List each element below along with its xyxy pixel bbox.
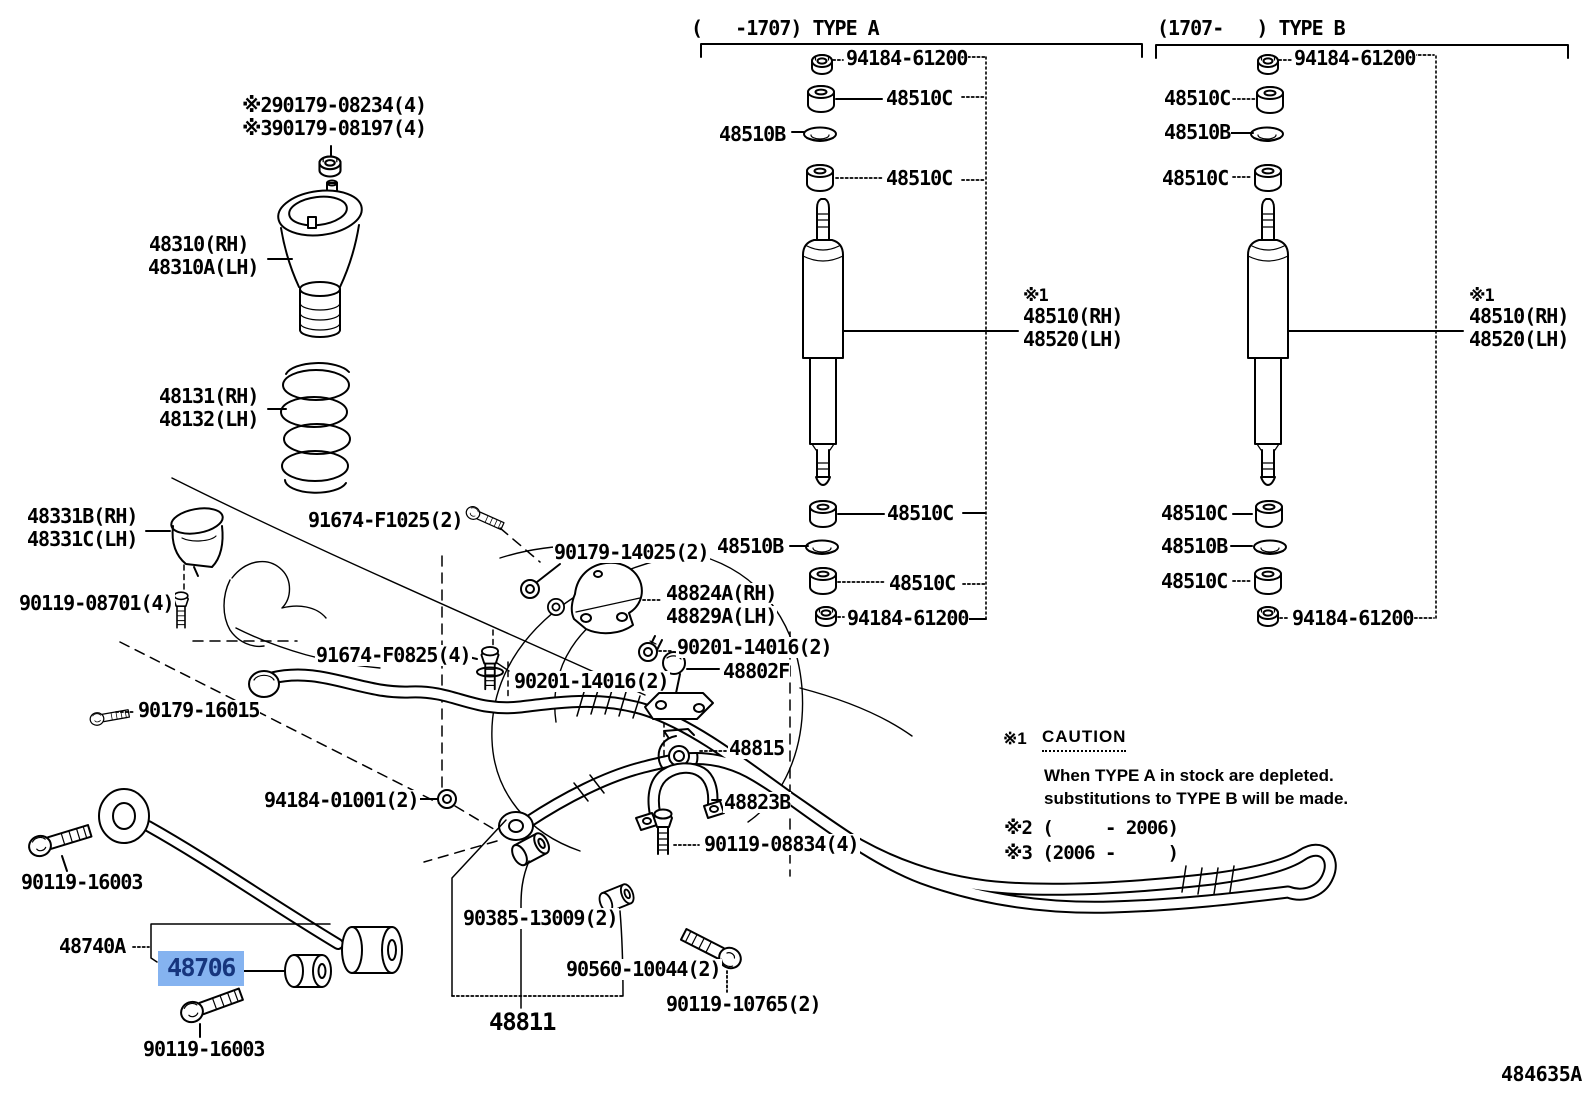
part-label-94184-61200[interactable]: 94184-61200: [845, 46, 968, 70]
caution-note-number: ※1: [1003, 729, 1027, 748]
part-label-48510C[interactable]: 48510C: [888, 571, 956, 595]
part-label-48824ARH[interactable]: 48824A(RH): [665, 581, 777, 605]
coil-spring-drawing: [280, 362, 351, 494]
note-3-range: ※3 (2006 - ): [1003, 842, 1179, 864]
trailing-arm-drawing: [98, 788, 403, 974]
part-label-90201-14016[interactable]: 90201-14016(2): [676, 635, 833, 659]
caution-title: CAUTION: [1042, 727, 1127, 752]
part-label-90201-14016[interactable]: 90201-14016(2): [513, 669, 670, 693]
caution-text-line1: When TYPE A in stock are depleted.: [1044, 766, 1334, 785]
part-label-48740A[interactable]: 48740A: [58, 934, 126, 958]
part-label-94184-61200[interactable]: 94184-61200: [1291, 606, 1414, 630]
part-label-48811[interactable]: 48811: [488, 1008, 556, 1036]
part-label-91674-F0825[interactable]: 91674-F0825(4): [315, 643, 472, 667]
part-label-48829ALH[interactable]: 48829A(LH): [665, 604, 777, 628]
part-label-48510C[interactable]: 48510C: [885, 166, 953, 190]
part-label-48802F[interactable]: 48802F: [722, 659, 790, 683]
part-label-94184-01001[interactable]: 94184-01001(2): [263, 788, 420, 812]
part-label-94184-61200[interactable]: 94184-61200: [846, 606, 969, 630]
part-label-48510RH[interactable]: 48510(RH): [1468, 304, 1569, 328]
part-label-48823B[interactable]: 48823B: [723, 790, 791, 814]
part-label-90560-10044[interactable]: 90560-10044(2): [565, 957, 722, 981]
part-label-48510B[interactable]: 48510B: [1160, 534, 1228, 558]
part-label-48310ALH[interactable]: 48310A(LH): [147, 255, 259, 279]
part-label-90179-14025[interactable]: 90179-14025(2): [553, 540, 710, 564]
part-label-90119-16003[interactable]: 90119-16003: [20, 870, 143, 894]
fastener-drawings: [25, 503, 746, 1027]
note-ref-1: ※1: [1022, 286, 1049, 306]
part-label-90179-16015[interactable]: 90179-16015: [137, 698, 260, 722]
part-label-48510B[interactable]: 48510B: [716, 534, 784, 558]
part-label-48331CLH[interactable]: 48331C(LH): [26, 527, 138, 551]
part-label-90179-08197[interactable]: ※390179-08197(4): [241, 116, 427, 140]
part-label-91674-F1025[interactable]: 91674-F1025(2): [307, 508, 464, 532]
part-label-48132LH[interactable]: 48132(LH): [158, 407, 259, 431]
part-label-48510C[interactable]: 48510C: [885, 86, 953, 110]
part-label-48706-highlighted[interactable]: 48706: [158, 951, 244, 987]
bracket-48824A-drawing: [570, 561, 643, 635]
part-label-90179-08234[interactable]: ※290179-08234(4): [241, 93, 427, 117]
note-2-range: ※2 ( - 2006): [1003, 817, 1179, 839]
support-48310-drawing: [277, 145, 363, 338]
part-label-48510C[interactable]: 48510C: [1160, 501, 1228, 525]
part-label-90119-08701[interactable]: 90119-08701(4): [18, 591, 175, 615]
link-48802F-drawing: [644, 635, 714, 720]
part-label-48310RH[interactable]: 48310(RH): [148, 232, 249, 256]
bracket-48823B-drawing: [635, 762, 725, 831]
header-type-b: (1707- ) TYPE B: [1156, 16, 1346, 40]
part-label-48520LH[interactable]: 48520(LH): [1468, 327, 1569, 351]
part-label-48510B[interactable]: 48510B: [718, 122, 786, 146]
part-label-48510B[interactable]: 48510B: [1163, 120, 1231, 144]
part-label-90385-13009[interactable]: 90385-13009(2): [462, 906, 619, 930]
type-a-assembly: [700, 43, 1143, 627]
part-label-48131RH[interactable]: 48131(RH): [158, 384, 259, 408]
part-label-48510C[interactable]: 48510C: [1163, 86, 1231, 110]
part-label-48510C[interactable]: 48510C: [1160, 569, 1228, 593]
part-label-48815[interactable]: 48815: [728, 736, 785, 760]
part-label-48510RH[interactable]: 48510(RH): [1022, 304, 1123, 328]
part-label-48510C[interactable]: 48510C: [1161, 166, 1229, 190]
caution-text-line2: substitutions to TYPE B will be made.: [1044, 789, 1349, 808]
part-label-48520LH[interactable]: 48520(LH): [1022, 327, 1123, 351]
bumper-48331B-drawing: [170, 507, 224, 577]
note-ref-1: ※1: [1468, 286, 1495, 306]
figure-code: 484635A: [1500, 1062, 1583, 1086]
header-type-a: ( -1707) TYPE A: [690, 16, 880, 40]
part-label-90119-10765[interactable]: 90119-10765(2): [665, 992, 822, 1016]
part-label-90119-08834[interactable]: 90119-08834(4): [703, 832, 860, 856]
leader-lines-dotted: [115, 599, 728, 997]
part-label-90119-16003[interactable]: 90119-16003: [142, 1037, 265, 1061]
stabilizer-bar-drawing: [248, 668, 1337, 914]
part-label-48331BRH[interactable]: 48331B(RH): [26, 504, 138, 528]
part-label-48510C[interactable]: 48510C: [886, 501, 954, 525]
bushing-48706-drawing: [284, 954, 332, 988]
part-label-94184-61200[interactable]: 94184-61200: [1293, 46, 1416, 70]
